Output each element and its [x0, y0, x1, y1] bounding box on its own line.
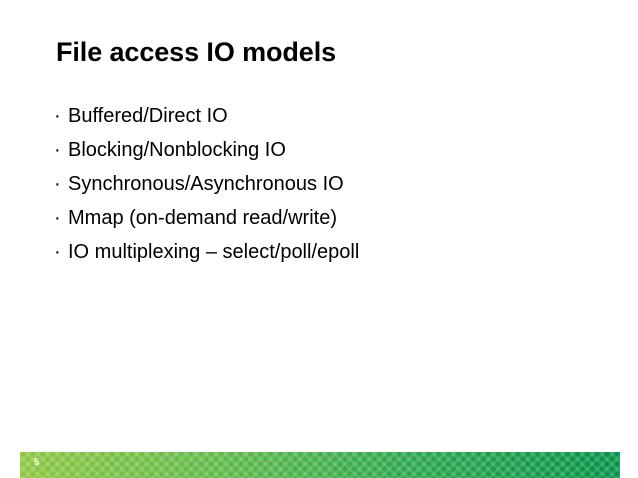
page-title: File access IO models: [56, 37, 337, 67]
bullet-point-icon: ·: [54, 207, 61, 229]
list-item-label: Blocking/Nonblocking IO: [68, 139, 286, 161]
list-item-label: Buffered/Direct IO: [68, 105, 228, 127]
bullet-point-icon: ·: [54, 105, 61, 127]
page-number: 5: [34, 457, 40, 467]
bullet-point-icon: ·: [54, 173, 61, 195]
list-item-label: IO multiplexing – select/poll/epoll: [68, 241, 360, 263]
list-item: · Blocking/Nonblocking IO: [54, 133, 614, 167]
bullet-point-icon: ·: [54, 139, 61, 161]
slide-footer-bar: 5: [20, 452, 620, 478]
list-item: · IO multiplexing – select/poll/epoll: [54, 235, 614, 269]
bullet-list: · Buffered/Direct IO · Blocking/Nonblock…: [54, 99, 614, 269]
list-item: · Buffered/Direct IO: [54, 99, 614, 133]
list-item-label: Synchronous/Asynchronous IO: [68, 173, 344, 195]
list-item-label: Mmap (on-demand read/write): [68, 207, 337, 229]
bullet-point-icon: ·: [54, 241, 61, 263]
list-item: · Synchronous/Asynchronous IO: [54, 167, 614, 201]
list-item: · Mmap (on-demand read/write): [54, 201, 614, 235]
